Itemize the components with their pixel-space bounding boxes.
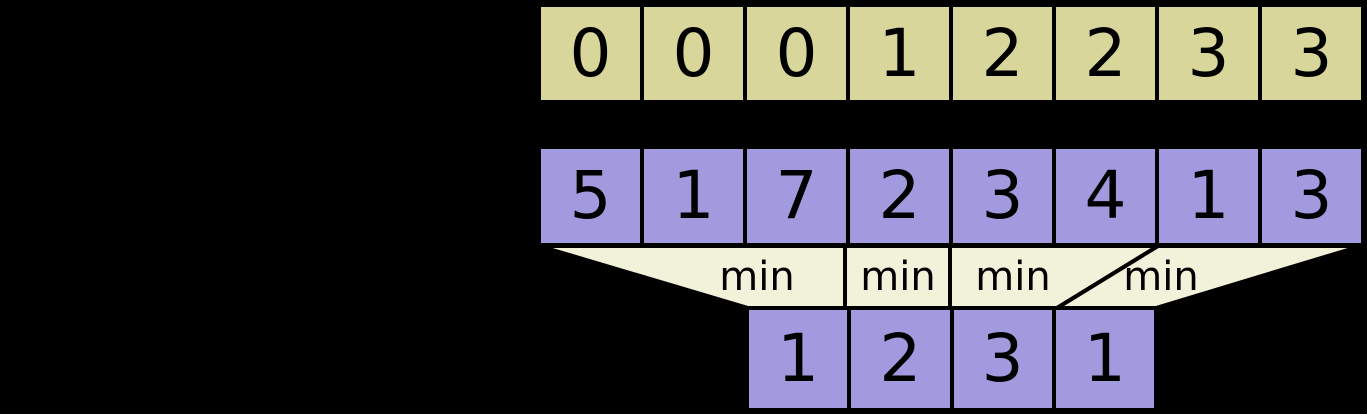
block-min-cell: 3 xyxy=(953,310,1052,408)
min-operation-label: min xyxy=(975,254,1051,300)
block-index-cell: 2 xyxy=(1056,7,1155,100)
block-index-cell: 0 xyxy=(541,7,640,100)
array-cell: 2 xyxy=(850,149,949,243)
min-operation-label: min xyxy=(860,254,936,300)
block-min-cell: 1 xyxy=(749,310,848,408)
block-index-row: 0 0 0 1 2 2 3 3 xyxy=(537,3,1365,104)
min-operation-label: min xyxy=(719,254,795,300)
block-index-cell: 0 xyxy=(747,7,846,100)
funnel-shape-1 xyxy=(538,244,847,310)
block-index-cell: 2 xyxy=(953,7,1052,100)
array-cell: 7 xyxy=(747,149,846,243)
array-cell: 3 xyxy=(953,149,1052,243)
block-index-cell: 0 xyxy=(644,7,743,100)
array-cell: 1 xyxy=(1159,149,1258,243)
block-min-cell: 2 xyxy=(851,310,950,408)
block-index-cell: 1 xyxy=(850,7,949,100)
array-cell: 4 xyxy=(1056,149,1155,243)
array-cell: 3 xyxy=(1262,149,1361,243)
block-min-cell: 1 xyxy=(1055,310,1154,408)
array-cell: 5 xyxy=(541,149,640,243)
block-index-cell: 3 xyxy=(1262,7,1361,100)
block-index-cell: 3 xyxy=(1159,7,1258,100)
min-operation-label: min xyxy=(1123,254,1199,300)
array-cell: 1 xyxy=(644,149,743,243)
block-min-row: 1 2 3 1 xyxy=(745,306,1158,412)
